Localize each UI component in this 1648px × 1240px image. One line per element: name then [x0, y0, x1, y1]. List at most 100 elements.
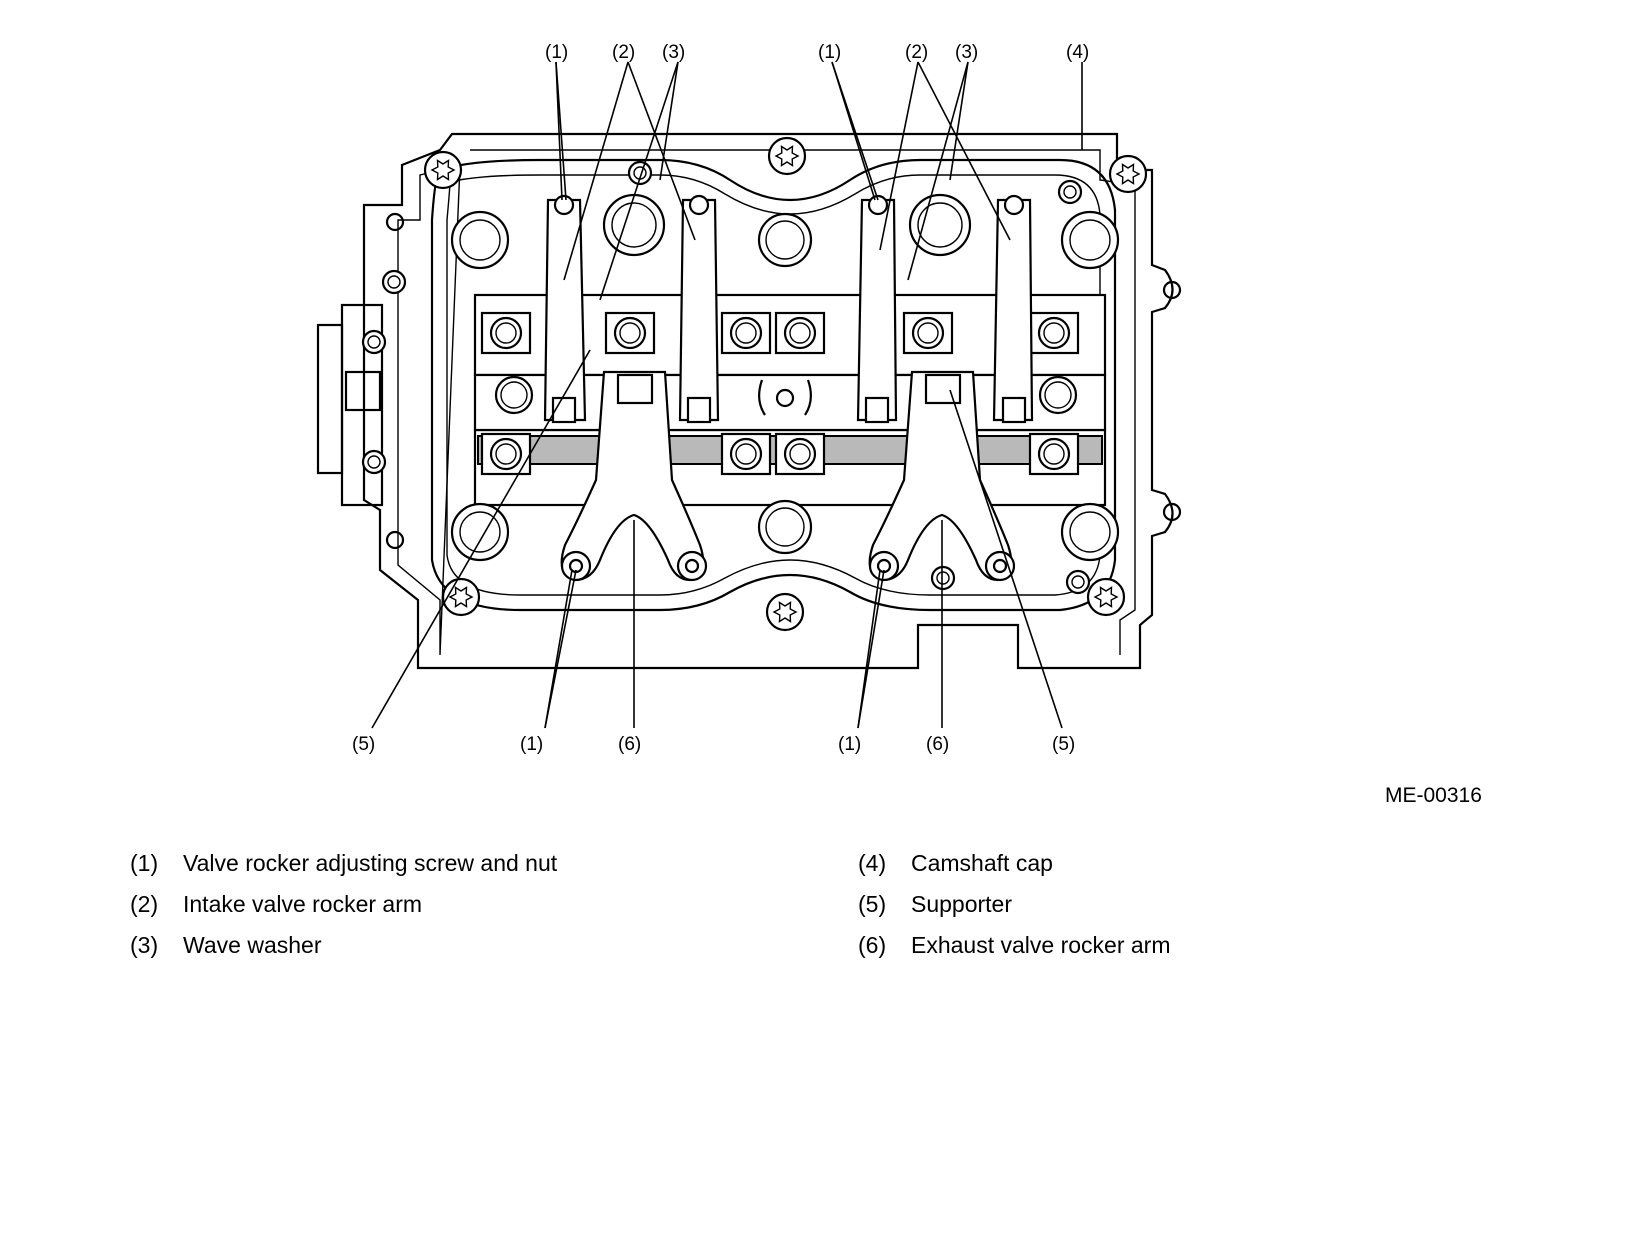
valve-spring: [1038, 375, 1078, 415]
valve-spring: [494, 375, 534, 415]
plug-outer: [361, 329, 387, 355]
cap-bolt: [1028, 432, 1080, 476]
callout-top-2: (2): [612, 42, 635, 63]
plug-outer: [930, 565, 956, 591]
torx-bolt: [765, 592, 805, 632]
spring-outer: [602, 193, 666, 257]
valve-spring: [450, 210, 510, 270]
torx-star: [1093, 586, 1119, 608]
plug-outer: [381, 269, 407, 295]
cap-bolt: [902, 311, 954, 355]
legend-text: Camshaft cap: [911, 850, 1053, 876]
torx-star: [774, 145, 800, 167]
callout-bottom-3: (6): [618, 734, 641, 755]
legend-number: (1): [130, 850, 159, 876]
plug-outer: [361, 449, 387, 475]
bolt-ring: [735, 443, 757, 465]
plug: [930, 565, 956, 591]
legend-number: (3): [130, 932, 159, 958]
torx-outer: [767, 136, 807, 176]
callout-bottom-4: (1): [838, 734, 861, 755]
callout-bottom-5: (6): [926, 734, 949, 755]
legend-text: Intake valve rocker arm: [183, 891, 423, 917]
callout-bottom-6: (5): [1052, 734, 1075, 755]
cap-bolt: [720, 311, 772, 355]
legend-number: (4): [858, 850, 887, 876]
plug: [361, 449, 387, 475]
center-oil-slot: [758, 379, 812, 416]
torx-bolt: [767, 136, 807, 176]
callout-bottom-2: (1): [520, 734, 543, 755]
plug-inner: [367, 455, 381, 469]
cap-bolt: [720, 432, 772, 476]
bolt-ring: [619, 322, 641, 344]
spring-inner: [1044, 381, 1072, 409]
spring-inner: [459, 219, 501, 261]
bolt-ring: [1043, 322, 1065, 344]
bolt-ring: [917, 322, 939, 344]
torx-star: [430, 159, 456, 181]
spring-inner: [917, 202, 963, 248]
camshaft-cap-bolts: [480, 311, 1080, 476]
torx-outer: [765, 592, 805, 632]
spring-outer: [757, 499, 813, 555]
legend-item: (1) Valve rocker adjusting screw and nut: [130, 850, 557, 891]
bolt-ring: [495, 443, 517, 465]
callout-bottom-1: (5): [352, 734, 375, 755]
bolt-ring: [789, 322, 811, 344]
torx-outer: [1108, 154, 1148, 194]
torx-bolt: [1108, 154, 1148, 194]
plug: [361, 329, 387, 355]
callouts-top: (1) (2) (3) (1) (2) (3) (4): [545, 42, 1089, 63]
spring-inner: [1069, 219, 1111, 261]
valve-spring: [757, 499, 813, 555]
plug-outer: [1057, 179, 1083, 205]
torx-star: [448, 586, 474, 608]
torx-bolt: [423, 150, 463, 190]
plug: [1065, 569, 1091, 595]
spring-inner: [611, 202, 657, 248]
spring-outer: [908, 193, 972, 257]
plug: [627, 160, 653, 186]
valve-spring: [908, 193, 972, 257]
callout-top-5: (2): [905, 42, 928, 63]
spring-inner: [765, 220, 805, 260]
legend-item: (4) Camshaft cap: [858, 850, 1170, 891]
legend-item: (3) Wave washer: [130, 932, 557, 973]
plug-inner: [387, 275, 401, 289]
legend-item: (6)Exhaust valve rocker arm: [858, 932, 1170, 973]
plug: [381, 269, 407, 295]
valve-spring: [602, 193, 666, 257]
legend-item: (5)Supporter: [858, 891, 1170, 932]
legend-text: Wave washer: [183, 932, 322, 958]
callout-top-1: (1): [545, 42, 568, 63]
spring-inner: [1069, 511, 1111, 553]
cap-bolt: [774, 432, 826, 476]
torx-outer: [1086, 577, 1126, 617]
bolt-ring: [495, 322, 517, 344]
valve-spring: [1060, 502, 1120, 562]
leader-lines: [371, 61, 1083, 729]
callout-top-6: (3): [955, 42, 978, 63]
callout-top-3: (3): [662, 42, 685, 63]
plug: [1057, 179, 1083, 205]
torx-outer: [423, 150, 463, 190]
figure-id: ME-00316: [1385, 784, 1482, 807]
legend-item: (2)Intake valve rocker arm: [130, 891, 557, 932]
bolt-ring: [1043, 443, 1065, 465]
plug-outer: [627, 160, 653, 186]
bolt-ring: [789, 443, 811, 465]
valve-spring: [757, 212, 813, 268]
torx-star: [772, 601, 798, 623]
exhaust-valve-rocker-arms: [560, 370, 1016, 582]
plug-inner: [367, 335, 381, 349]
callout-top-4: (1): [818, 42, 841, 63]
legend-text: Valve rocker adjusting screw and nut: [183, 850, 558, 876]
legend-left: (1)Valve rocker adjusting screw and nut …: [130, 850, 557, 973]
cap-bolt: [774, 311, 826, 355]
legend-number: (6): [858, 932, 887, 958]
cap-bolt: [1028, 311, 1080, 355]
callouts-bottom: (5) (1) (6) (1) (6) (5): [352, 734, 1075, 755]
plug-inner: [1071, 575, 1085, 589]
